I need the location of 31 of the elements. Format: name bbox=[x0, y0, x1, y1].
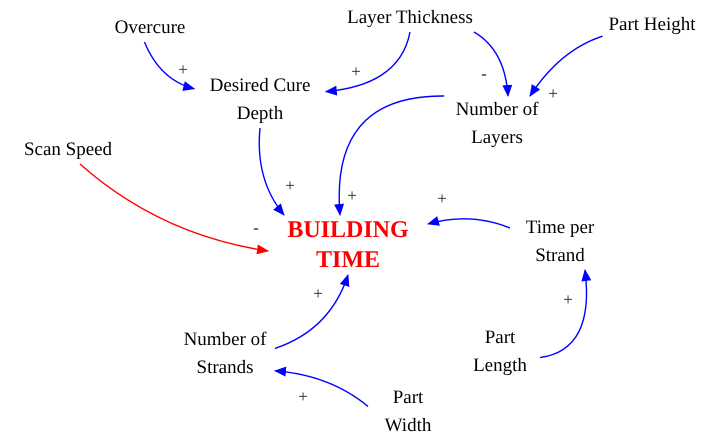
edge-label: + bbox=[347, 187, 357, 205]
arrow bbox=[258, 128, 285, 216]
arrow bbox=[474, 31, 512, 97]
edge-label: - bbox=[481, 65, 487, 83]
variable-label: Layer Thickness bbox=[330, 4, 490, 32]
arrow bbox=[80, 163, 269, 254]
arrow bbox=[427, 216, 510, 229]
arrow bbox=[324, 32, 411, 96]
arrow bbox=[529, 36, 603, 97]
arrow bbox=[274, 274, 349, 350]
outcome-variable: BUILDING TIME bbox=[268, 215, 428, 275]
variable-label: Number of Strands bbox=[175, 326, 275, 382]
edge-label: + bbox=[351, 63, 361, 81]
variable-label: Time per Strand bbox=[510, 214, 610, 270]
edge-label: + bbox=[298, 388, 308, 406]
variable-label: Part Height bbox=[597, 11, 707, 39]
variable-label: Part Width bbox=[368, 384, 448, 439]
arrow bbox=[334, 95, 444, 216]
variable-label: Overcure bbox=[95, 14, 205, 42]
edge-label: + bbox=[178, 61, 188, 79]
edge-label: + bbox=[313, 285, 323, 303]
edge-label: + bbox=[563, 291, 573, 309]
variable-label: Scan Speed bbox=[8, 136, 128, 164]
edge-label: + bbox=[437, 190, 447, 208]
arrow bbox=[144, 42, 196, 90]
edge-label: - bbox=[253, 219, 259, 237]
arrow bbox=[540, 269, 592, 358]
arrow bbox=[274, 366, 368, 407]
variable-label: Part Length bbox=[460, 324, 540, 380]
edge-label: + bbox=[285, 177, 295, 195]
variable-label: Desired Cure Depth bbox=[190, 72, 330, 128]
